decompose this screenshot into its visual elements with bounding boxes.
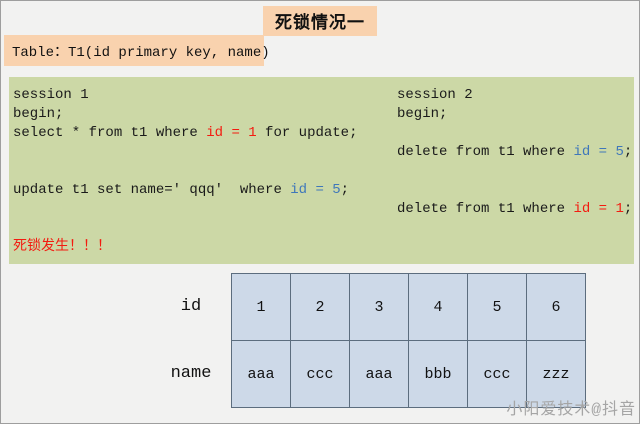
table-cell-id-5: 5 [468,274,527,341]
session-1-line-6: update t1 set name=' qqq' where id = 5; [13,181,357,200]
table-cell-id-3: 3 [350,274,409,341]
code-segment: ; [623,144,633,160]
table-cell-id-6: 6 [527,274,586,341]
session-2-column: session 2 begin; delete from t1 where id =… [397,86,632,219]
code-segment: update t1 set name=' qqq' where [13,182,291,198]
code-segment: begin; [397,106,448,122]
table-cell-name-6: zzz [527,341,586,408]
code-segment: begin; [13,106,64,122]
code-segment: for update; [256,125,358,141]
code-segment: 死锁发生！！！ [13,239,111,255]
session-1-line-5 [13,162,357,181]
row-label-name: name [170,364,212,383]
page-title: 死锁情况一 [263,6,377,36]
session-1-column: session 1 begin; select * from t1 where id… [13,86,357,257]
code-segment: ; [623,201,633,217]
table-cell-name-3: aaa [350,341,409,408]
session-1-line-2: begin; [13,105,357,124]
session-1-line-4 [13,143,357,162]
code-segment: session 1 [13,87,89,103]
session-2-line-5 [397,162,632,181]
row-label-id: id [180,297,202,316]
session-1-line-8 [13,219,357,238]
session-1-line-1: session 1 [13,86,357,105]
session-2-line-4: delete from t1 where id = 5; [397,143,632,162]
code-segment: id = 5 [290,182,341,198]
table-cell-id-2: 2 [291,274,350,341]
table-cell-name-5: ccc [468,341,527,408]
code-segment: id = 5 [573,144,624,160]
code-segment: id = 1 [206,125,257,141]
table-cell-id-1: 1 [232,274,291,341]
session-2-line-1: session 2 [397,86,632,105]
sql-sessions-panel: session 1 begin; select * from t1 where id… [9,77,634,264]
session-2-line-6 [397,181,632,200]
code-segment: delete from t1 where [397,144,574,160]
table-definition-label: Table：T1(id primary key, name) [4,35,270,66]
table-cell-name-4: bbb [409,341,468,408]
code-segment: session 2 [397,87,473,103]
session-1-line-9: 死锁发生！！！ [13,238,357,257]
session-1-line-3: select * from t1 where id = 1 for update… [13,124,357,143]
code-segment: select * from t1 where [13,125,207,141]
session-2-line-3 [397,124,632,143]
table-cell-name-2: ccc [291,341,350,408]
session-2-line-7: delete from t1 where id = 1; [397,200,632,219]
code-segment: delete from t1 where [397,201,574,217]
session-1-line-7 [13,200,357,219]
watermark: 小阳爱技术@抖音 [506,401,636,419]
table-cell-name-1: aaa [232,341,291,408]
code-segment: id = 1 [573,201,624,217]
code-segment: ; [340,182,350,198]
table-cell-id-4: 4 [409,274,468,341]
session-2-line-2: begin; [397,105,632,124]
